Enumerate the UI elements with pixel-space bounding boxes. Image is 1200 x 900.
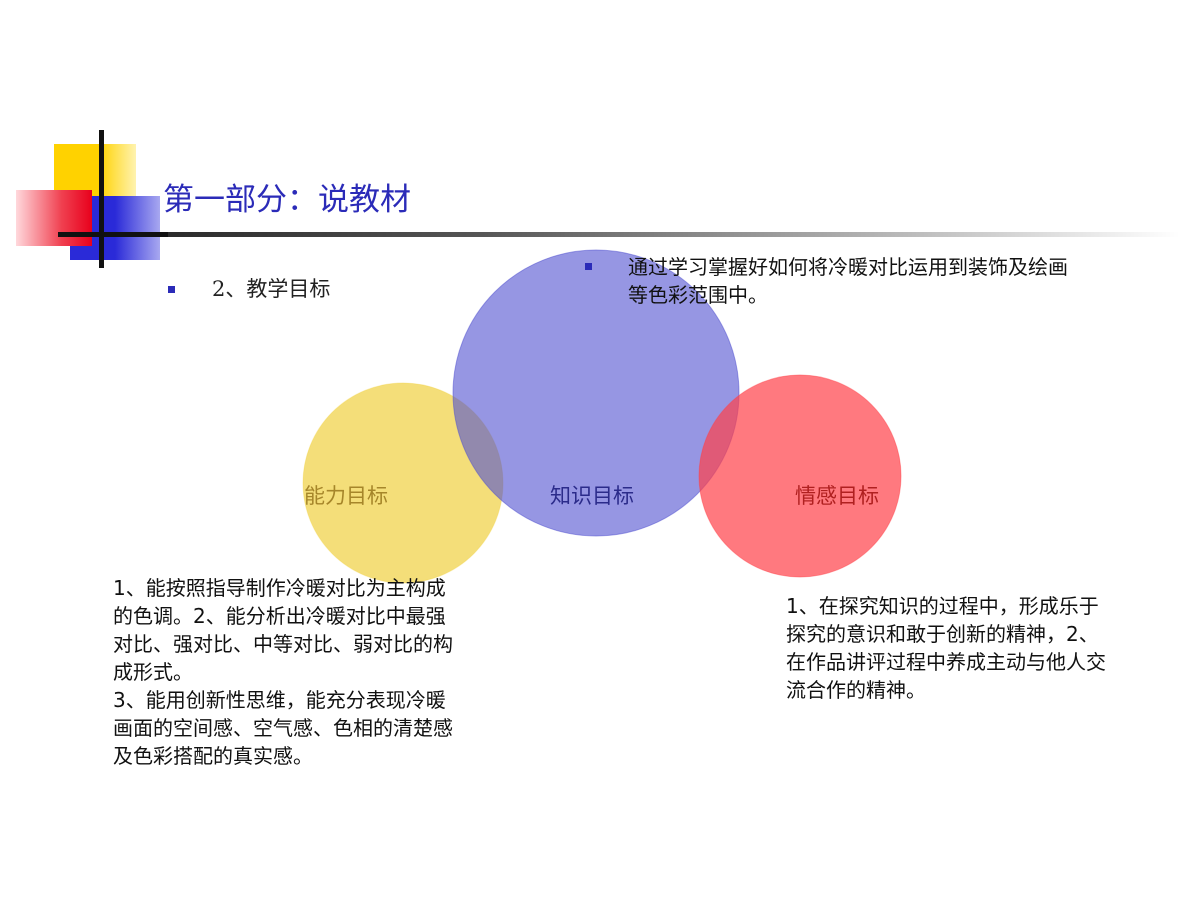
knowledge-goal-label: 知识目标	[550, 484, 634, 508]
ability-goal-label: 能力目标	[304, 484, 388, 508]
ability-goal-text-part1: 1、能按照指导制作冷暖对比为主构成的色调。2、能分析出冷暖对比中最强对比、强对比…	[113, 576, 453, 684]
bullet-square-icon	[585, 263, 592, 270]
knowledge-circle	[452, 249, 740, 537]
emotion-goal-label: 情感目标	[795, 484, 879, 508]
emotion-goal-text: 1、在探究知识的过程中，形成乐于探究的意识和敢于创新的精神，2、在作品讲评过程中…	[786, 594, 1106, 702]
bullet-square-icon	[168, 286, 175, 293]
section-subheading: 2、教学目标	[212, 277, 331, 301]
ability-goal-text: 1、能按照指导制作冷暖对比为主构成的色调。2、能分析出冷暖对比中最强对比、强对比…	[113, 574, 453, 770]
emotion-circle	[698, 374, 902, 578]
knowledge-goal-text: 通过学习掌握好如何将冷暖对比运用到装饰及绘画等色彩范围中。	[628, 255, 1068, 307]
logo-vertical-bar	[99, 130, 104, 268]
ability-goal-text-part2: 3、能用创新性思维，能充分表现冷暖画面的空间感、空气感、色相的清楚感及色彩搭配的…	[113, 688, 453, 768]
page-title: 第一部分：说教材	[163, 182, 411, 218]
title-underline	[100, 232, 1180, 237]
logo-horizontal-bar	[58, 232, 168, 237]
